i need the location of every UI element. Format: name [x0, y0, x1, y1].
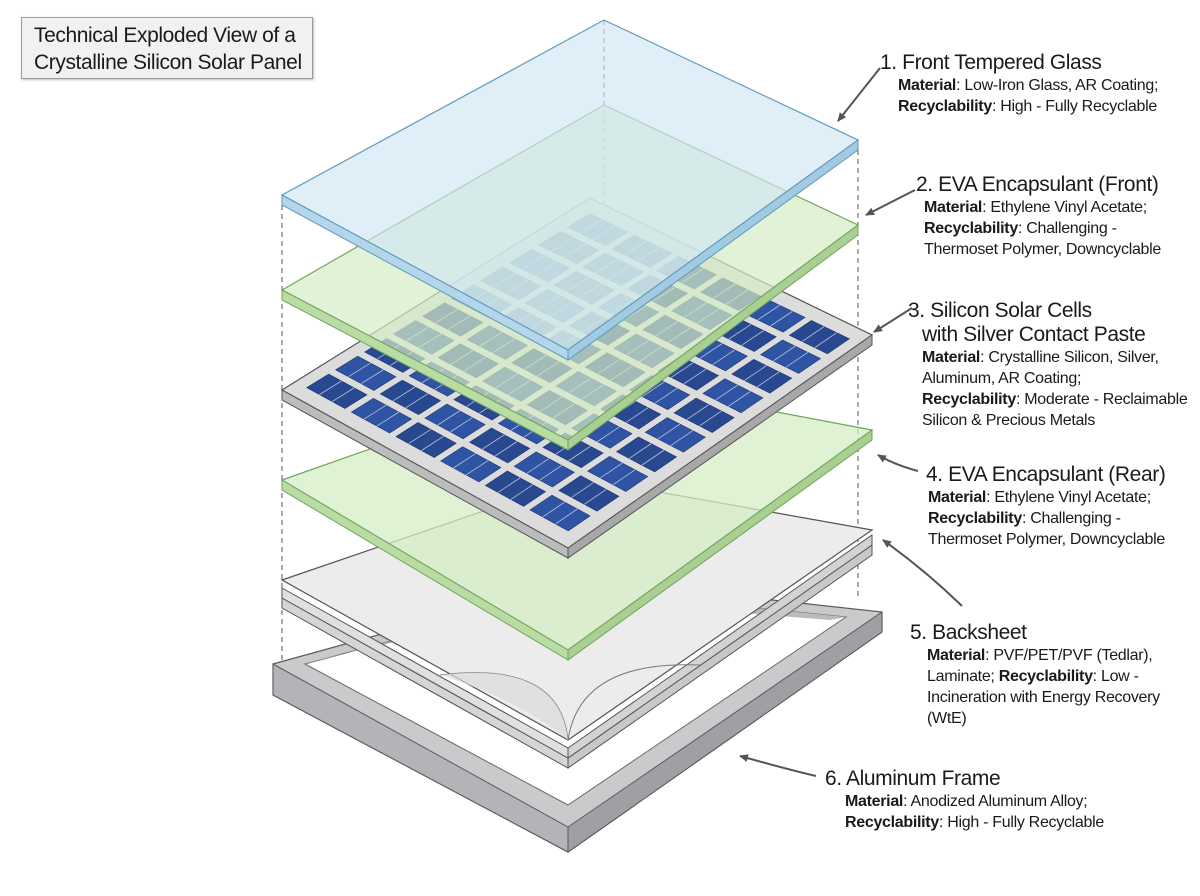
- arrow-front-glass: [838, 68, 880, 121]
- label-eva-rear: 4. EVA Encapsulant (Rear) Material: Ethy…: [926, 463, 1165, 550]
- label-aluminum-frame: 6. Aluminum Frame Material: Anodized Alu…: [825, 767, 1104, 833]
- diagram-title: Technical Exploded View of a Crystalline…: [21, 17, 313, 79]
- arrow-eva-rear: [878, 455, 918, 471]
- label-eva-front: 2. EVA Encapsulant (Front) Material: Eth…: [916, 173, 1161, 260]
- layer-name: EVA Encapsulant (Front): [938, 173, 1158, 196]
- title-line-1: Technical Exploded View of a: [34, 22, 312, 49]
- label-backsheet: 5. Backsheet Material: PVF/PET/PVF (Tedl…: [910, 621, 1160, 729]
- title-line-2: Crystalline Silicon Solar Panel: [34, 49, 312, 76]
- layer-name: Aluminum Frame: [846, 767, 1000, 790]
- label-front-glass: 1. Front Tempered Glass Material: Low-Ir…: [880, 51, 1158, 117]
- layer-name: EVA Encapsulant (Rear): [948, 463, 1165, 486]
- layer-name: Silicon Solar Cells: [930, 299, 1092, 322]
- arrow-aluminum-frame: [740, 756, 816, 776]
- layer-name: Front Tempered Glass: [902, 51, 1101, 74]
- label-solar-cells: 3. Silicon Solar Cells with Silver Conta…: [906, 299, 1188, 431]
- layer-name: Backsheet: [932, 621, 1026, 644]
- arrow-eva-front: [866, 190, 915, 215]
